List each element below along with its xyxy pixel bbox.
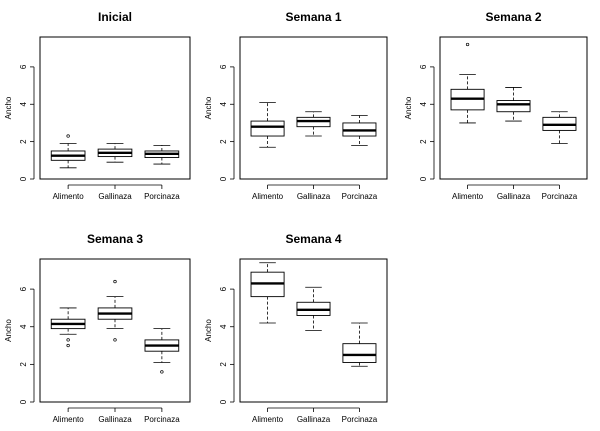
box-gallinaza <box>496 87 531 122</box>
y-axis-label: Ancho <box>4 96 13 119</box>
y-tick-label: 6 <box>219 286 228 291</box>
box-porcinaza <box>342 322 377 367</box>
y-tick-label: 4 <box>419 101 428 106</box>
iqr-box <box>342 343 377 363</box>
y-tick-label: 6 <box>19 286 28 291</box>
plot-frame <box>439 36 588 180</box>
outlier-point <box>113 279 117 284</box>
outlier-point <box>465 42 470 47</box>
category-label: Porcinaza <box>342 192 378 201</box>
plot-frame <box>239 36 388 180</box>
y-tick-label: 4 <box>19 101 28 106</box>
y-tick-label: 2 <box>19 139 28 144</box>
category-label: Porcinaza <box>144 192 180 201</box>
y-tick-label: 6 <box>219 64 228 69</box>
y-tick-label: 0 <box>219 176 228 181</box>
category-label: Alimento <box>252 192 284 201</box>
iqr-box <box>496 100 531 113</box>
box-alimento <box>250 262 285 324</box>
y-axis-label: Ancho <box>204 96 213 119</box>
panel-title: Semana 2 <box>485 10 541 24</box>
box-gallinaza <box>97 279 133 342</box>
box-alimento <box>250 101 285 148</box>
y-tick-label: 0 <box>19 399 28 404</box>
panel-title: Semana 4 <box>285 232 341 246</box>
category-label: Gallinaza <box>297 192 331 201</box>
y-tick-label: 2 <box>219 362 228 367</box>
y-axis-label: Ancho <box>4 319 13 342</box>
outlier-point <box>66 134 70 138</box>
box-alimento <box>50 307 86 348</box>
category-label: Alimento <box>252 415 284 424</box>
outlier-point <box>113 338 117 342</box>
category-label: Alimento <box>53 415 85 424</box>
y-axis-label: Ancho <box>204 319 213 342</box>
y-tick-label: 2 <box>19 362 28 367</box>
y-tick-label: 6 <box>419 64 428 69</box>
category-label: Alimento <box>53 192 85 201</box>
category-label: Gallinaza <box>98 192 132 201</box>
y-axis-label: Ancho <box>404 96 413 119</box>
plot-frame <box>39 258 191 403</box>
box-porcinaza <box>542 111 577 144</box>
category-label: Alimento <box>452 192 484 201</box>
category-label: Gallinaza <box>98 415 132 424</box>
y-tick-label: 0 <box>419 176 428 181</box>
box-gallinaza <box>296 286 331 331</box>
box-gallinaza <box>296 111 331 137</box>
y-tick-label: 2 <box>219 139 228 144</box>
box-alimento <box>450 42 485 124</box>
box-porcinaza <box>342 115 377 146</box>
y-tick-label: 2 <box>419 139 428 144</box>
box-porcinaza <box>144 144 180 165</box>
plot-frame <box>239 258 388 403</box>
category-label: Gallinaza <box>297 415 331 424</box>
category-label: Porcinaza <box>342 415 378 424</box>
box-alimento <box>50 134 86 169</box>
category-label: Porcinaza <box>144 415 180 424</box>
plot-frame <box>39 36 191 180</box>
y-tick-label: 6 <box>19 64 28 69</box>
panel-title: Semana 1 <box>285 10 341 24</box>
y-tick-label: 4 <box>219 324 228 329</box>
box-porcinaza <box>144 328 180 374</box>
y-tick-label: 4 <box>219 101 228 106</box>
category-label: Gallinaza <box>497 192 531 201</box>
y-tick-label: 0 <box>19 176 28 181</box>
outlier-point <box>66 343 70 348</box>
y-tick-label: 4 <box>19 324 28 329</box>
box-gallinaza <box>97 143 133 163</box>
iqr-box <box>250 120 285 137</box>
outlier-point <box>66 338 70 342</box>
panel-title: Semana 3 <box>87 232 143 246</box>
y-tick-label: 0 <box>219 399 228 404</box>
outlier-point <box>160 370 164 374</box>
panel-title: Inicial <box>98 10 132 24</box>
category-label: Porcinaza <box>542 192 578 201</box>
